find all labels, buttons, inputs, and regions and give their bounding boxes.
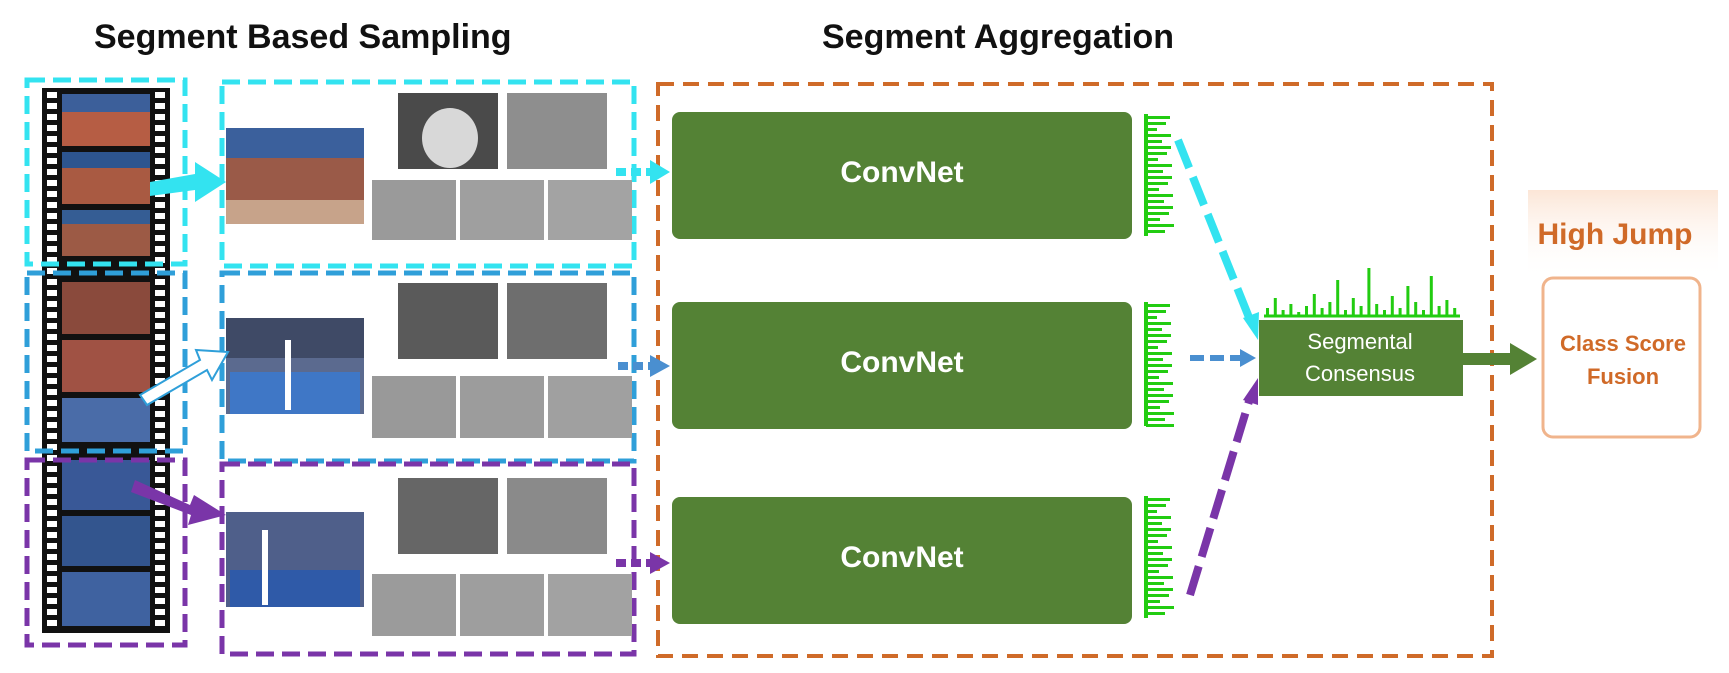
- segment-3-snippets: [226, 478, 632, 636]
- score-histogram-icon: [1144, 496, 1174, 618]
- class-score-fusion-box: [1541, 276, 1702, 439]
- arrow-icon: [1463, 343, 1537, 375]
- segmental-consensus-line-1: Segmental: [1307, 329, 1413, 354]
- heading-segment-based-sampling: Segment Based Sampling: [94, 18, 512, 56]
- optical-flow-icon: [398, 283, 498, 359]
- convnet-2-label: ConvNet: [840, 346, 964, 379]
- convnet-2-box: [672, 302, 1132, 429]
- heading-segment-aggregation: Segment Aggregation: [822, 18, 1174, 56]
- arrow-icon: [1174, 138, 1259, 597]
- segment-1-film-box: [24, 77, 188, 267]
- optical-flow-icon: [507, 478, 607, 554]
- fusion-line-2: Fusion: [1586, 364, 1660, 389]
- optical-flow-icon: [507, 93, 607, 169]
- score-histogram-icon: [1144, 114, 1174, 236]
- arrow-icon: [616, 160, 670, 574]
- fusion-line-1: Class Score: [1560, 331, 1686, 356]
- segmental-consensus-label: Segmental Consensus: [1260, 326, 1460, 390]
- optical-flow-icon: [507, 283, 607, 359]
- score-histogram-icon: [1144, 302, 1174, 427]
- arrow-icon: [131, 162, 230, 525]
- segment-1-snippets: [226, 93, 632, 240]
- segment-3-film-box: [24, 457, 188, 648]
- optical-flow-icon: [398, 478, 498, 554]
- class-score-fusion-label: Class Score Fusion: [1548, 327, 1698, 393]
- convnet-1-label: ConvNet: [840, 156, 964, 189]
- film-strip-icon: [42, 88, 170, 633]
- convnet-3-box: [672, 497, 1132, 624]
- segment-2-film-box: [24, 270, 188, 454]
- convnet-3-label: ConvNet: [840, 541, 964, 574]
- segmental-consensus-box: [1259, 320, 1463, 396]
- prediction-glow: [1528, 190, 1718, 280]
- score-histogram-icon: [1264, 268, 1460, 318]
- segment-2-snippets: [226, 283, 632, 438]
- segmental-consensus-line-2: Consensus: [1304, 361, 1416, 386]
- convnet-1-box: [672, 112, 1132, 239]
- prediction-label: High Jump: [1537, 218, 1693, 251]
